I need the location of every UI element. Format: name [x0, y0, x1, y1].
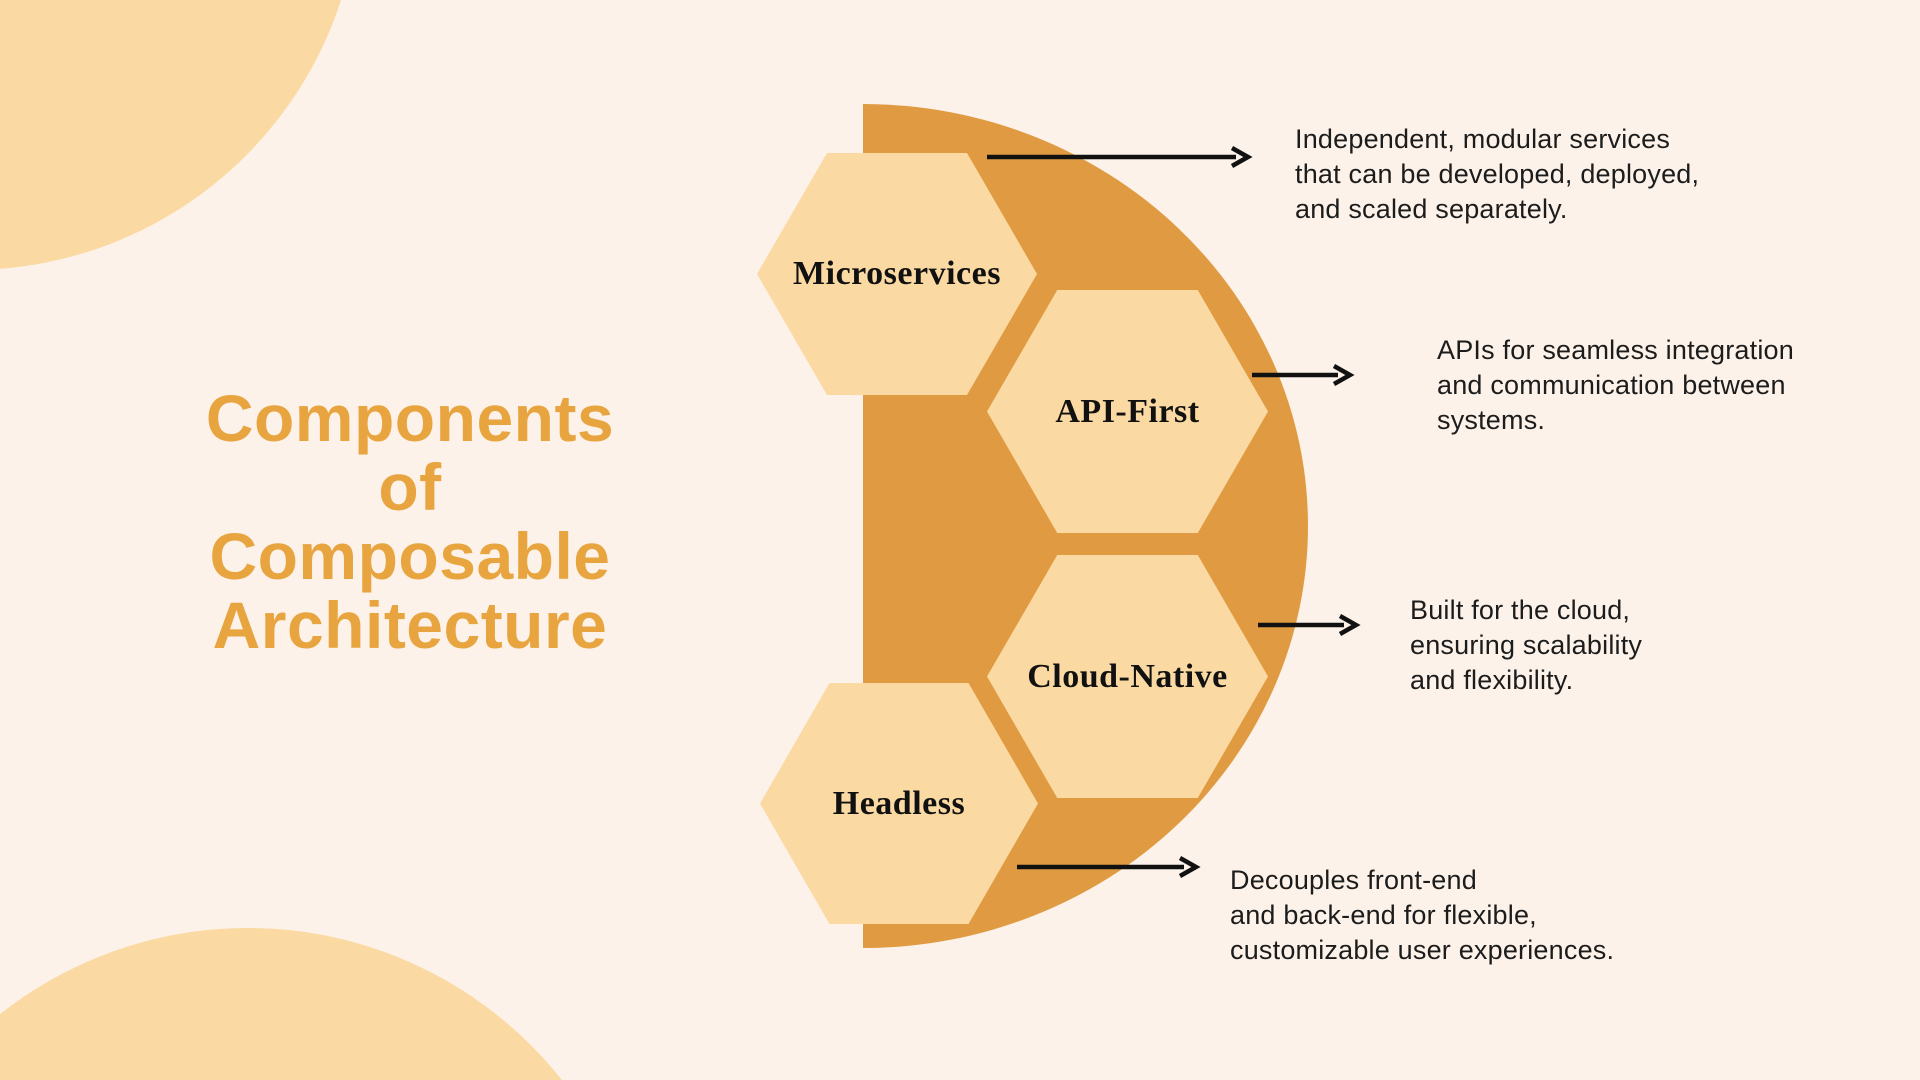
hexagon-label-headless: Headless: [832, 784, 966, 822]
decorative-circle-bottom-left: [0, 928, 648, 1080]
hexagon-microservices: Microservices: [757, 153, 1037, 395]
cloud-native-arrow-icon: [1258, 614, 1361, 636]
headless-arrow-icon: [1017, 856, 1201, 878]
page-title: Components of Composable Architecture: [205, 381, 615, 662]
hexagon-label-api-first: API-First: [1055, 392, 1200, 430]
hexagon-cloud-native: Cloud-Native: [987, 555, 1268, 798]
api-first-description: APIs for seamless integration and commun…: [1437, 335, 1794, 435]
hexagon-label-microservices: Microservices: [793, 255, 1001, 292]
microservices-arrow-icon: [987, 146, 1253, 168]
microservices-description: Independent, modular services that can b…: [1295, 124, 1700, 224]
api-first-arrow-icon: [1252, 364, 1355, 386]
hexagon-label-cloud-native: Cloud-Native: [1027, 657, 1228, 695]
cloud-native-description: Built for the cloud, ensuring scalabilit…: [1410, 595, 1643, 695]
headless-description: Decouples front-end and back-end for fle…: [1230, 865, 1615, 965]
hexagon-api-first: API-First: [987, 290, 1268, 533]
decorative-circle-top-left: [0, 0, 360, 270]
